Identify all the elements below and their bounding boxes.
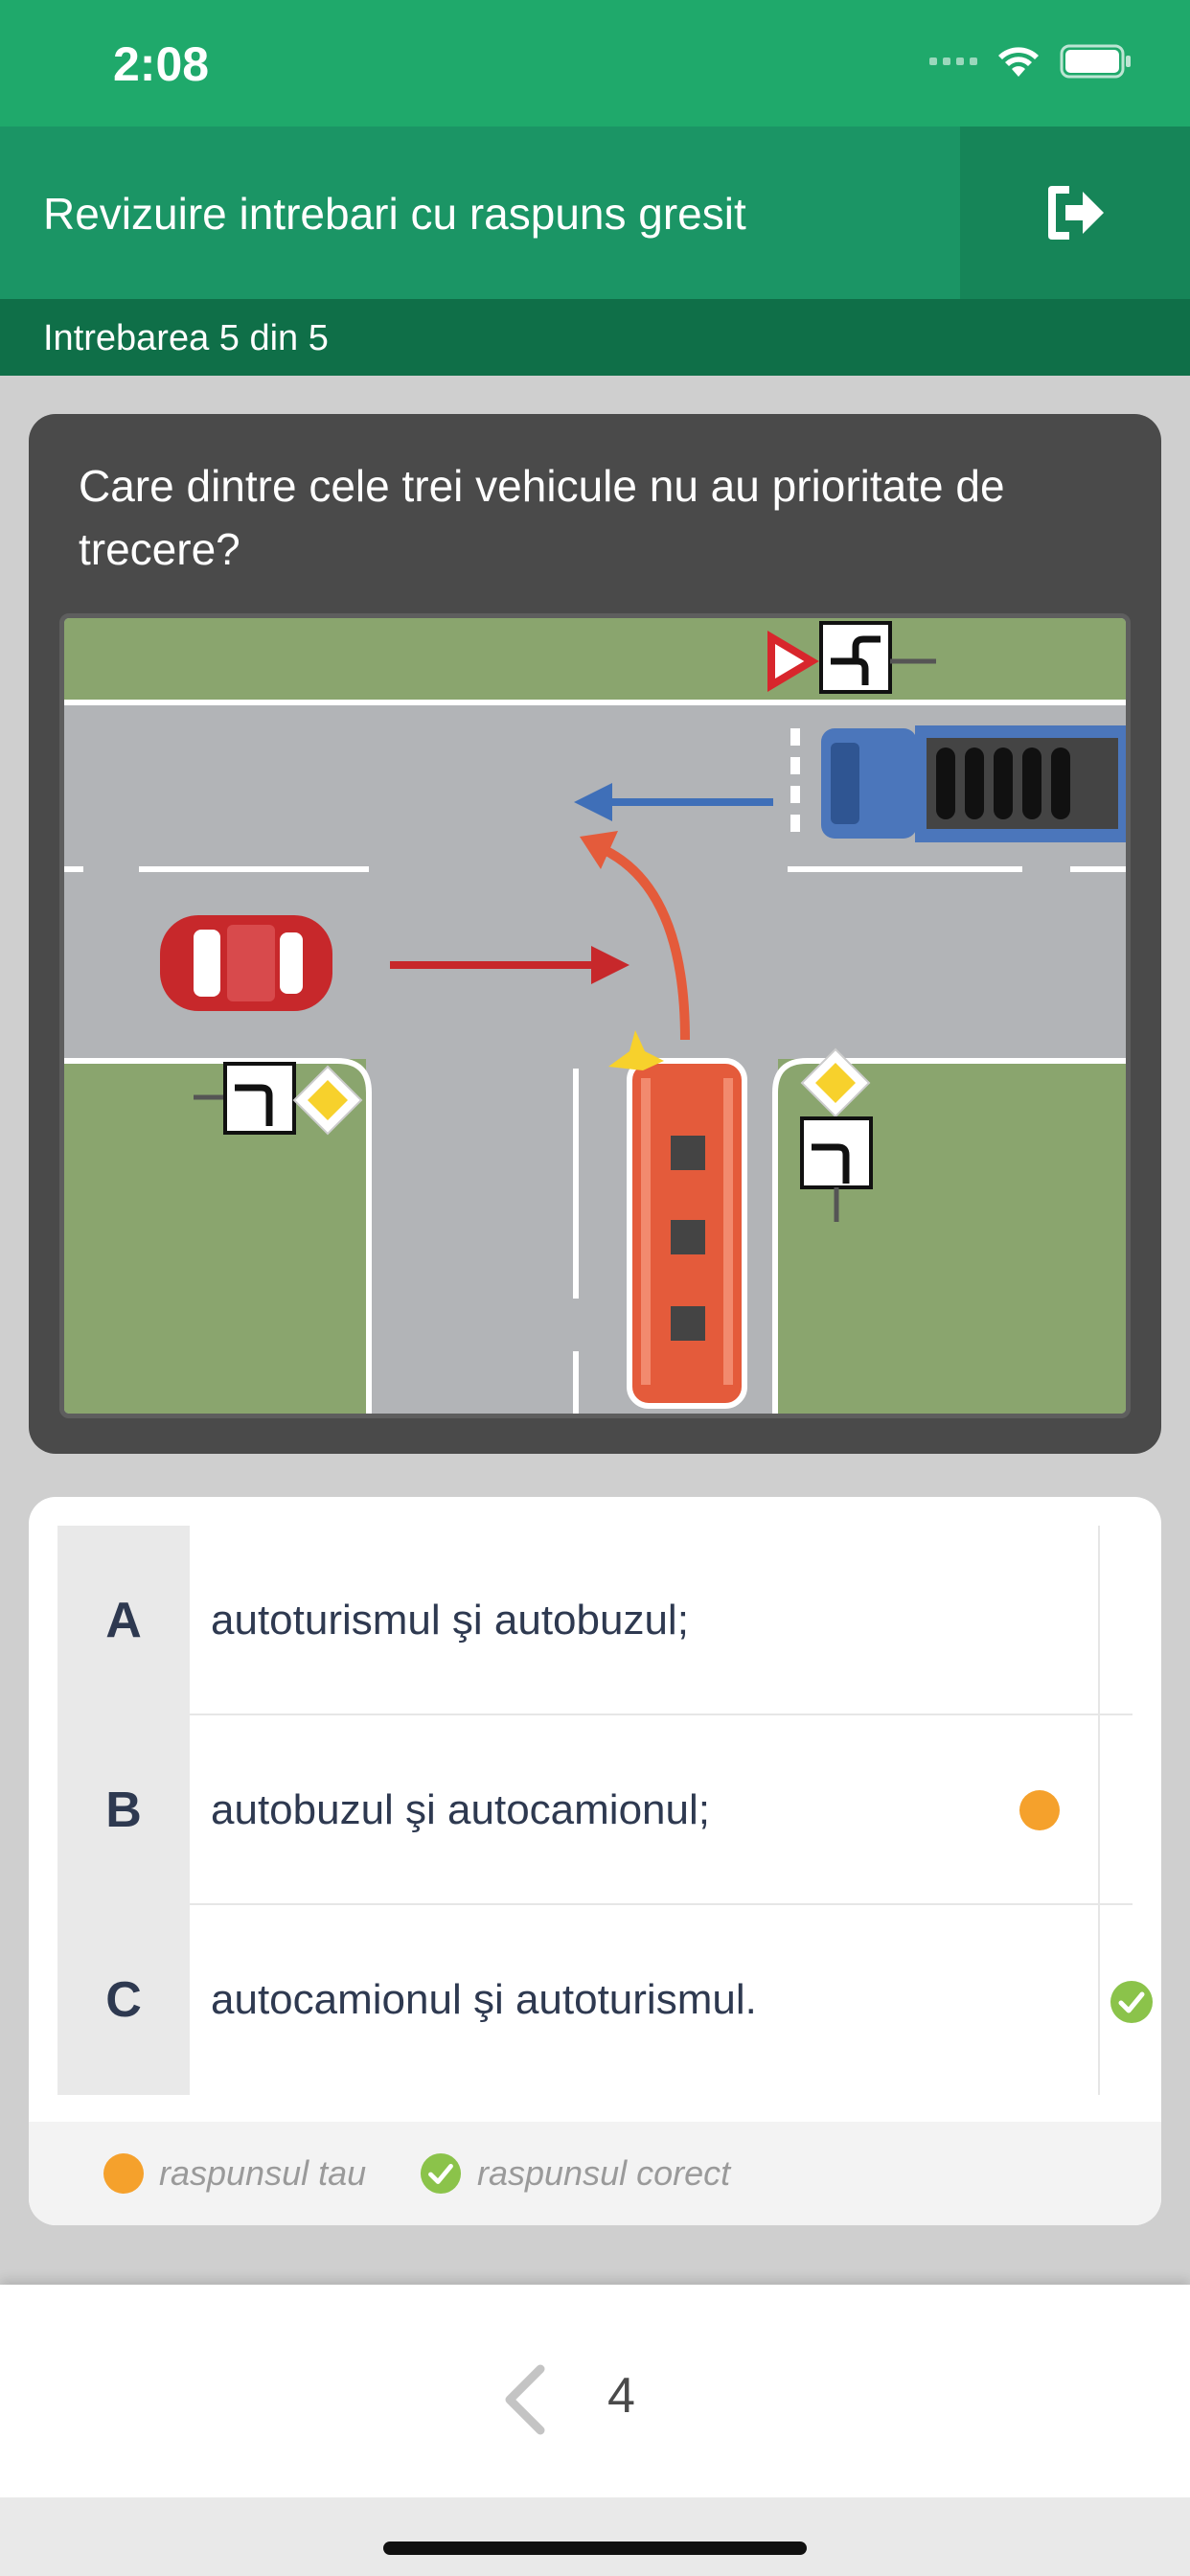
answer-text: autobuzul şi autocamionul;	[211, 1786, 710, 1833]
exit-button[interactable]	[960, 126, 1190, 299]
app-header: Revizuire intrebari cu raspuns gresit	[0, 126, 1190, 299]
header-title: Revizuire intrebari cu raspuns gresit	[43, 189, 746, 239]
legend-correct-answer: raspunsul corect	[420, 2122, 730, 2225]
status-icons	[929, 44, 1133, 79]
answer-divider	[1098, 1715, 1100, 1905]
progress-bar-header: Intrebarea 5 din 5	[0, 299, 1190, 376]
answer-divider	[1098, 1905, 1100, 2095]
answer-option-a[interactable]: A autoturismul şi autobuzul;	[57, 1526, 1133, 1715]
home-indicator-area	[0, 2497, 1190, 2576]
answer-text: autocamionul şi autoturismul.	[211, 1976, 757, 2023]
answer-option-b[interactable]: B autobuzul şi autocamionul;	[57, 1715, 1133, 1905]
battery-icon	[1060, 44, 1131, 79]
status-time: 2:08	[113, 37, 210, 91]
correct-check-icon	[420, 2152, 462, 2195]
answer-legend: raspunsul tau raspunsul corect	[29, 2122, 1161, 2225]
exit-icon	[1048, 186, 1104, 240]
answer-option-c[interactable]: C autocamionul şi autoturismul.	[57, 1905, 1153, 2095]
intersection-illustration	[59, 613, 1131, 1418]
question-text: Care dintre cele trei vehicule nu au pri…	[79, 461, 1005, 574]
legend-correct-answer-label: raspunsul corect	[477, 2153, 731, 2193]
question-progress: Intrebarea 5 din 5	[43, 318, 329, 358]
home-indicator[interactable]	[383, 2542, 807, 2555]
your-answer-marker	[1019, 1790, 1060, 1830]
page-number: 4	[607, 2368, 635, 2424]
chevron-left-icon	[505, 2364, 545, 2435]
answer-letter: A	[57, 1526, 190, 1715]
wifi-icon	[998, 47, 1039, 77]
answers-card: A autoturismul şi autobuzul; B autobuzul…	[29, 1497, 1161, 2225]
answer-divider	[1098, 1526, 1100, 1715]
answer-letter: C	[57, 1905, 190, 2095]
bottom-navigation: 4	[0, 2285, 1190, 2497]
question-card: Care dintre cele trei vehicule nu au pri…	[29, 414, 1161, 1454]
correct-check-icon	[1110, 1981, 1153, 2023]
signal-icon	[929, 58, 977, 65]
status-bar: 2:08	[0, 0, 1190, 126]
answer-text: autoturismul şi autobuzul;	[211, 1597, 689, 1644]
answer-letter: B	[57, 1715, 190, 1905]
orange-dot-icon	[103, 2153, 144, 2194]
legend-your-answer: raspunsul tau	[103, 2122, 366, 2225]
legend-your-answer-label: raspunsul tau	[159, 2153, 367, 2193]
previous-button[interactable]	[496, 2361, 554, 2438]
